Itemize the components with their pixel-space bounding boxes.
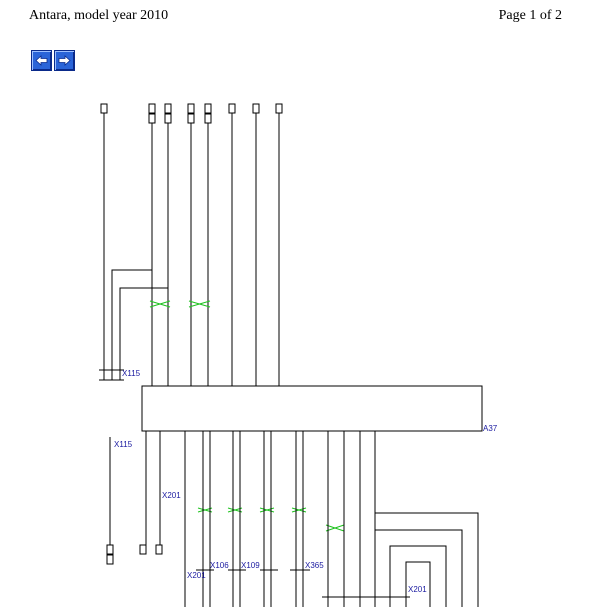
connector-x201-mid-label: X201 (187, 571, 206, 580)
connector-a37-label: A37 (483, 424, 498, 433)
connector-x201-left-label: X201 (162, 491, 181, 500)
connector-x106-label: X106 (210, 561, 229, 570)
connector-x109-label: X109 (241, 561, 260, 570)
arrow-right-icon (58, 55, 71, 66)
connector-x115-top-label: X115 (122, 369, 141, 378)
arrow-left-icon (35, 55, 48, 66)
connector-x201-right-label: X201 (408, 585, 427, 594)
document-title: Antara, model year 2010 (29, 8, 169, 23)
page-number: Page 1 of 2 (498, 8, 562, 23)
connector-x365-label: X365 (305, 561, 324, 570)
previous-page-button[interactable] (31, 50, 52, 71)
next-page-button[interactable] (54, 50, 75, 71)
connector-x115-bottom-label: X115 (114, 440, 133, 449)
